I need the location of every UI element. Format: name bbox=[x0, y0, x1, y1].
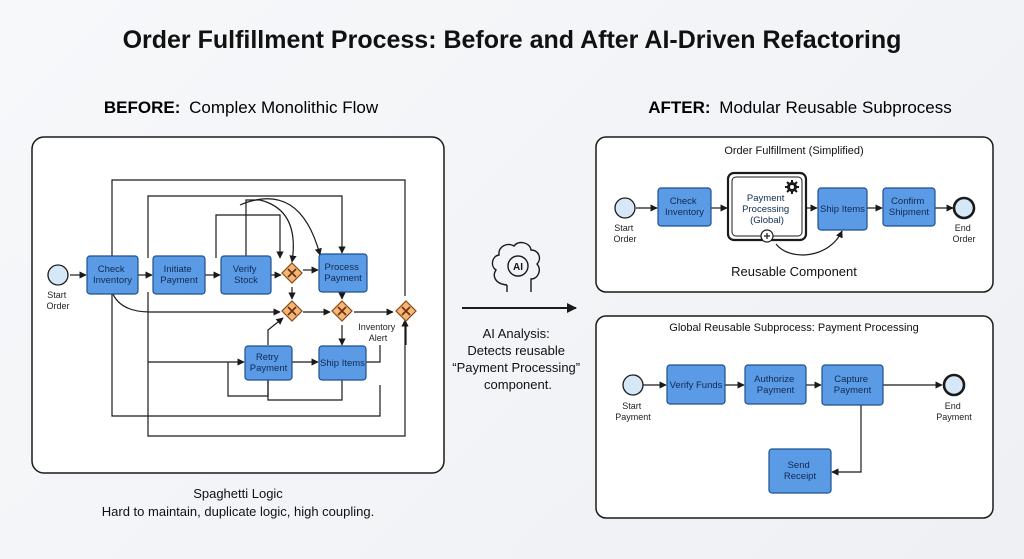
before-connectors bbox=[70, 179, 409, 437]
after-task-check-inventory: Check Inventory bbox=[657, 187, 712, 227]
plus-marker-icon bbox=[760, 229, 774, 243]
before-task-initiate-payment: Initiate Payment bbox=[152, 255, 206, 295]
after-start-event bbox=[614, 197, 636, 219]
svg-text:Check Inventory: Check Inventory bbox=[665, 196, 704, 218]
svg-text:Check Inventory: Check Inventory bbox=[93, 264, 132, 286]
before-start-label: Start Order bbox=[46, 290, 69, 311]
sub-task-capture-payment: Capture Payment bbox=[821, 364, 884, 406]
ai-analysis-text: AI Analysis: Detects reusable “Payment P… bbox=[452, 326, 584, 392]
after-task-confirm-shipment: Confirm Shipment bbox=[882, 187, 936, 227]
before-heading-rest: Complex Monolithic Flow bbox=[189, 98, 379, 117]
before-task-verify-stock: Verify Stock bbox=[220, 255, 272, 295]
svg-text:Payment Processing: Payment Processing (Global) bbox=[742, 193, 792, 226]
before-gateway-2 bbox=[281, 300, 303, 322]
svg-text:Confirm Shipment: Confirm Shipment bbox=[889, 196, 929, 218]
after-sub-connectors bbox=[643, 381, 943, 476]
after-heading-bold: AFTER: bbox=[648, 98, 710, 117]
before-gateway-3 bbox=[331, 300, 353, 322]
after-end-label: End Order bbox=[952, 223, 975, 244]
page-title: Order Fulfillment Process: Before and Af… bbox=[123, 26, 902, 54]
after-heading-rest: Modular Reusable Subprocess bbox=[719, 98, 951, 117]
after-end-event bbox=[952, 196, 976, 220]
svg-text:Verify Stock: Verify Stock bbox=[233, 264, 259, 286]
ai-brain-icon bbox=[491, 241, 541, 292]
sub-start-label: Start Payment bbox=[615, 401, 651, 422]
inventory-alert-label: Inventory Alert bbox=[358, 322, 398, 343]
reusable-component-label: Reusable Component bbox=[731, 264, 857, 279]
svg-text:Ship Items: Ship Items bbox=[320, 358, 365, 369]
after-heading: AFTER: Modular Reusable Subprocess bbox=[648, 98, 952, 117]
before-task-process-payment: Process Payment bbox=[318, 253, 368, 293]
before-task-check-inventory: Check Inventory bbox=[86, 255, 139, 295]
svg-text:Retry Payment: Retry Payment bbox=[250, 352, 288, 374]
svg-text:Capture Payment: Capture Payment bbox=[834, 374, 872, 396]
after-sub-title: Global Reusable Subprocess: Payment Proc… bbox=[669, 322, 918, 334]
after-main-connectors bbox=[636, 204, 954, 256]
before-gateway-1 bbox=[281, 262, 303, 284]
svg-text:Ship Items: Ship Items bbox=[820, 204, 865, 215]
before-heading-bold: BEFORE: bbox=[104, 98, 181, 117]
sub-end-label: End Payment bbox=[936, 401, 972, 422]
before-start-event bbox=[47, 264, 69, 286]
svg-text:Verify Funds: Verify Funds bbox=[670, 380, 723, 391]
after-task-ship-items: Ship Items bbox=[817, 187, 868, 231]
after-start-label: Start Order bbox=[613, 223, 636, 244]
svg-text:Initiate Payment: Initiate Payment bbox=[160, 264, 198, 286]
sub-task-send-receipt: Send Receipt bbox=[768, 448, 832, 494]
before-panel bbox=[31, 136, 445, 474]
before-gateway-4 bbox=[395, 300, 417, 322]
after-task-payment-processing: Payment Processing (Global) bbox=[726, 171, 808, 243]
svg-text:Process Payment: Process Payment bbox=[324, 262, 362, 284]
before-caption-line2: Hard to maintain, duplicate logic, high … bbox=[102, 504, 374, 519]
sub-start-event bbox=[622, 374, 644, 396]
before-caption-line1: Spaghetti Logic bbox=[193, 486, 283, 501]
svg-text:Send Receipt: Send Receipt bbox=[784, 460, 817, 482]
gear-icon bbox=[785, 180, 799, 194]
svg-text:Authorize Payment: Authorize Payment bbox=[754, 374, 797, 396]
before-task-ship-items: Ship Items bbox=[318, 345, 367, 381]
before-heading: BEFORE: Complex Monolithic Flow bbox=[104, 98, 379, 117]
after-main-title: Order Fulfillment (Simplified) bbox=[724, 145, 863, 157]
sub-end-event bbox=[942, 373, 966, 397]
before-task-retry-payment: Retry Payment bbox=[244, 345, 293, 381]
ai-icon-text: AI bbox=[513, 262, 523, 273]
sub-task-authorize-payment: Authorize Payment bbox=[744, 364, 807, 405]
sub-task-verify-funds: Verify Funds bbox=[666, 364, 726, 405]
